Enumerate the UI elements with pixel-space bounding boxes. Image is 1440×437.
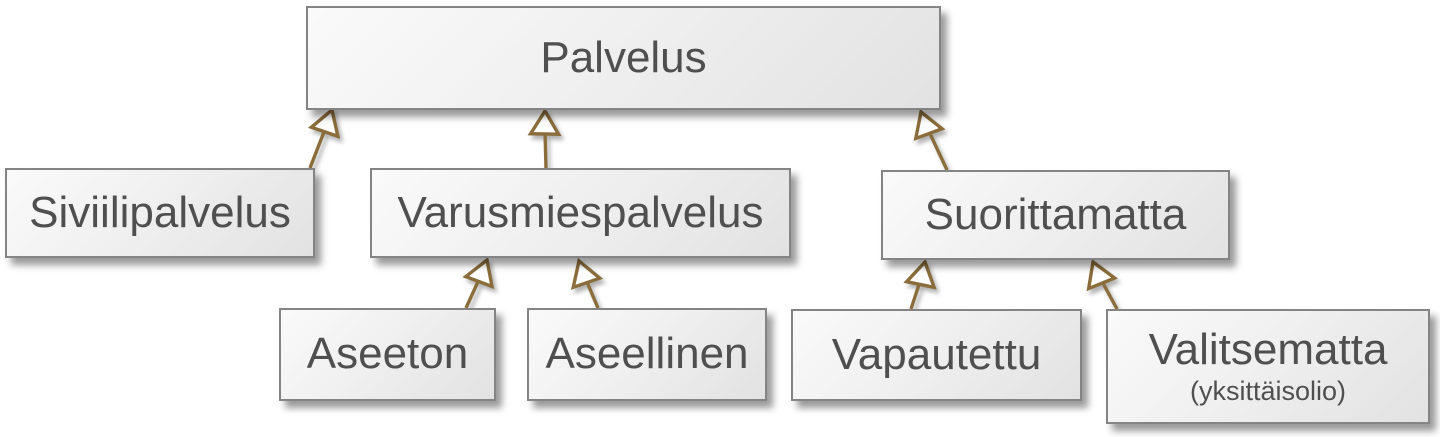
class-label: Valitsematta bbox=[1148, 325, 1388, 375]
class-box-suorittamatta[interactable]: Suorittamatta bbox=[881, 170, 1230, 260]
class-label: Vapautettu bbox=[831, 329, 1042, 379]
class-box-vapautettu[interactable]: Vapautettu bbox=[791, 309, 1082, 401]
class-label: Suorittamatta bbox=[924, 189, 1187, 239]
class-box-varusmiespalvelus[interactable]: Varusmiespalvelus bbox=[370, 168, 791, 258]
edge-aseeton-varusmiespalvelus bbox=[462, 256, 495, 309]
class-box-palvelus[interactable]: Palvelus bbox=[306, 6, 941, 110]
class-box-aseellinen[interactable]: Aseellinen bbox=[527, 308, 767, 401]
class-label: Aseellinen bbox=[545, 329, 749, 379]
class-box-valitsematta[interactable]: Valitsematta (yksittäisolio) bbox=[1106, 309, 1430, 424]
class-sublabel: (yksittäisolio) bbox=[1189, 375, 1347, 406]
edge-varusmiespalvelus-palvelus bbox=[527, 107, 562, 169]
class-label: Siviilipalvelus bbox=[29, 187, 291, 237]
edge-aseellinen-varusmiespalvelus bbox=[570, 257, 604, 309]
edge-valitsematta-suorittamatta bbox=[1086, 258, 1119, 310]
class-label: Aseeton bbox=[306, 329, 469, 379]
edge-siviilipalvelus-palvelus bbox=[307, 106, 341, 169]
edge-vapautettu-suorittamatta bbox=[903, 258, 937, 310]
edge-suorittamatta-palvelus bbox=[913, 108, 949, 171]
class-label: Palvelus bbox=[540, 32, 707, 82]
class-box-siviilipalvelus[interactable]: Siviilipalvelus bbox=[5, 168, 315, 258]
class-box-aseeton[interactable]: Aseeton bbox=[279, 308, 496, 401]
class-label: Varusmiespalvelus bbox=[397, 187, 764, 237]
